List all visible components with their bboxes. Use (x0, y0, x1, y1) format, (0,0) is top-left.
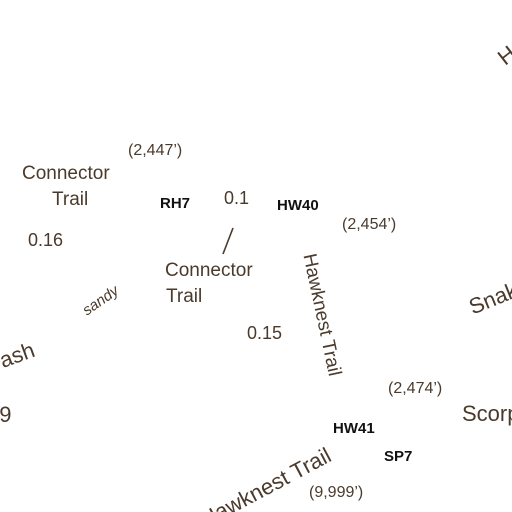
waypoint-hw40[interactable]: HW40 (277, 197, 319, 214)
trail-label-connector-left-line2: Trail (52, 189, 89, 210)
elevation-label: (2,454’) (342, 216, 397, 233)
trail-label-connector-mid: Connector (165, 260, 253, 281)
distance-label: 0.1 (224, 188, 250, 208)
elevation-label: (2,474’) (388, 380, 443, 397)
trail-tick-mark (222, 227, 234, 255)
trail-number-label: 59 (0, 402, 12, 427)
trail-label-hawknest-bottom: Hawknest Trail (196, 442, 336, 512)
trail-label-scorpion: Scorpion (462, 401, 512, 426)
trail-label-hawknest-top: Hawknest Trail (492, 0, 512, 71)
waypoint-hw41[interactable]: HW41 (333, 420, 375, 437)
trail-label-connector-mid-line2: Trail (166, 286, 203, 307)
elevation-label: (9,999’) (309, 484, 364, 501)
waypoint-sp7[interactable]: SP7 (384, 448, 413, 465)
elevation-label: (2,447’) (128, 142, 183, 159)
trail-label-snake: Snake (465, 272, 512, 320)
distance-label: 0.16 (28, 230, 64, 250)
trail-label-wash: Wash (0, 337, 38, 380)
distance-label: 0.15 (247, 323, 283, 343)
waypoint-rh7[interactable]: RH7 (160, 195, 191, 212)
trail-label-connector-left: Connector (22, 163, 110, 184)
terrain-note-sandy: sandy (79, 282, 122, 320)
trail-label-hawknest-vertical: Hawknest Trail (298, 251, 345, 379)
